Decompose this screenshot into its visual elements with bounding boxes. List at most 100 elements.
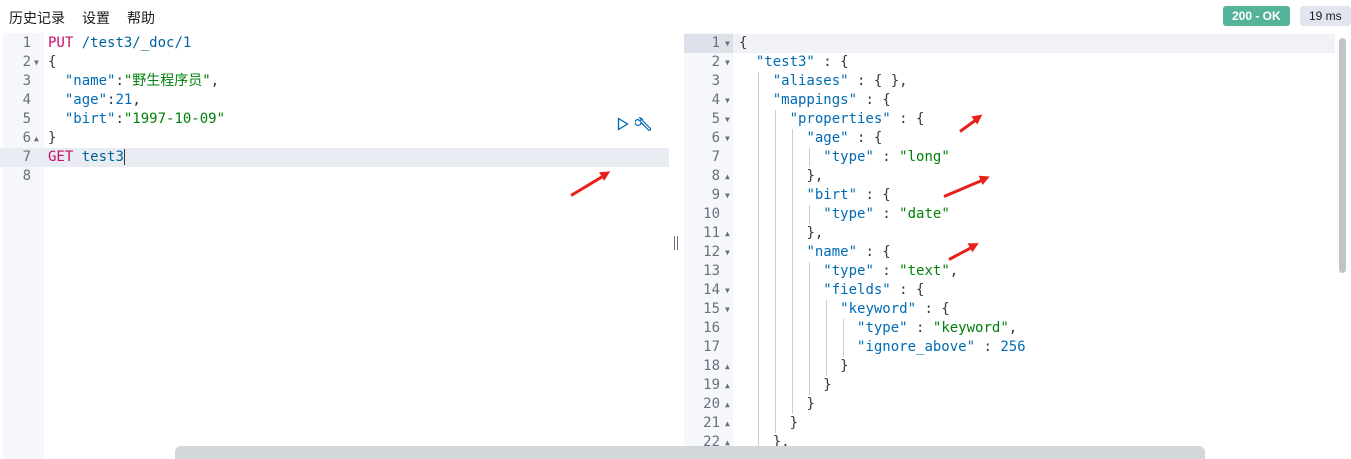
code-text: } [823,377,832,393]
line-number: 5 [22,111,31,127]
json-punc: : { [890,111,925,127]
top-menu-bar: 历史记录 设置 帮助 200 - OK 19 ms [0,0,1351,33]
menu-settings[interactable]: 设置 [82,10,110,26]
json-key: "age" [806,130,849,146]
request-line: 3 "name":"野生程序员", [0,72,669,91]
menu: 历史记录 设置 帮助 [9,8,155,28]
json-value: "1997-10-09" [123,111,226,127]
line-number: 11 [703,225,720,241]
code-text: { [739,35,748,51]
text-cursor [123,149,125,165]
fold-up-icon[interactable]: ▲ [725,438,730,447]
line-number: 8 [711,168,720,184]
json-key: "type" [823,263,874,279]
request-line: 1 PUT /test3/_doc/1 [0,34,669,53]
fold-down-icon[interactable]: ▼ [725,248,730,257]
play-icon[interactable] [617,117,629,136]
fold-up-icon[interactable]: ▲ [725,229,730,238]
wrench-icon[interactable] [634,117,653,136]
json-punc: : { [857,187,891,203]
json-comma: , [1008,320,1018,336]
code-text: } [840,358,849,374]
fold-down-icon[interactable]: ▼ [725,58,730,67]
json-key: "mappings" [772,92,858,108]
code-text: } [48,130,57,146]
request-line-active: 7 GET test3 [0,148,669,167]
fold-down-icon[interactable]: ▼ [725,96,730,105]
line-number: 15 [703,301,720,317]
response-vertical-scrollbar[interactable] [1339,38,1346,273]
line-number: 7 [22,149,31,165]
json-comma: , [949,263,959,279]
json-key: "ignore_above" [857,339,976,355]
line-number: 10 [703,206,720,222]
line-number: 12 [703,244,720,260]
line-number: 6 [22,130,31,146]
line-number: 7 [711,149,720,165]
fold-down-icon[interactable]: ▼ [34,58,39,67]
request-gutter [3,33,44,459]
json-value: 21 [115,92,133,108]
request-editor[interactable]: 1 PUT /test3/_doc/1 2 ▼ { 3 "name":"野生程序… [0,33,669,459]
json-punc: : { [848,130,883,146]
json-comma: , [132,92,141,108]
line-number: 4 [711,92,720,108]
request-actions [617,117,653,136]
line-number: 16 [703,320,720,336]
line-number: 6 [711,130,720,146]
code-text: }, [806,168,824,184]
json-punc: : { [916,301,950,317]
horizontal-scrollbar[interactable] [175,446,1205,459]
code-text: }, [806,225,824,241]
fold-down-icon[interactable]: ▼ [725,191,730,200]
fold-up-icon[interactable]: ▲ [725,419,730,428]
menu-help[interactable]: 帮助 [127,10,155,26]
status-badge: 200 - OK [1223,6,1290,26]
json-sep: : [115,73,124,89]
response-gutter [684,33,733,459]
line-number: 1 [711,35,720,51]
pane-resize-handle[interactable] [674,236,679,250]
json-punc: : { }, [848,73,908,89]
json-key: "age" [64,92,108,108]
json-key: "properties" [789,111,891,127]
line-number: 2 [22,54,31,70]
line-number: 17 [703,339,720,355]
json-key: "type" [823,149,874,165]
line-number: 4 [22,92,31,108]
active-line-highlight [733,34,1335,53]
menu-history[interactable]: 历史记录 [9,10,65,26]
fold-down-icon[interactable]: ▼ [725,286,730,295]
json-key: "birt" [806,187,858,203]
line-number: 9 [711,187,720,203]
fold-up-icon[interactable]: ▲ [725,362,730,371]
fold-down-icon[interactable]: ▼ [725,115,730,124]
line-number: 1 [22,35,31,51]
json-punc: : { [857,92,891,108]
fold-up-icon[interactable]: ▲ [725,172,730,181]
response-viewer: 1▼{ 2▼ "test3" : { 3 "aliases" : { }, 4▼… [684,33,1351,459]
json-key: "test3" [755,54,815,70]
json-key: "name" [806,244,858,260]
line-number: 14 [703,282,720,298]
json-key: "fields" [823,282,891,298]
fold-down-icon[interactable]: ▼ [725,134,730,143]
json-punc: : [975,339,1001,355]
fold-down-icon[interactable]: ▼ [725,305,730,314]
fold-down-icon[interactable]: ▼ [725,39,730,48]
json-punc: : [873,206,900,222]
json-value: "long" [899,149,950,165]
fold-up-icon[interactable]: ▲ [725,400,730,409]
line-number: 8 [22,168,31,184]
line-number: 3 [22,73,31,89]
request-url: /test3/_doc/1 [73,35,192,51]
json-key: "type" [823,206,874,222]
json-value: "野生程序员" [123,73,211,89]
fold-up-icon[interactable]: ▲ [34,134,39,143]
code-text: } [789,415,799,431]
json-sep: : [115,111,124,127]
response-time-badge: 19 ms [1300,6,1351,26]
request-line: 4 "age":21, [0,91,669,110]
json-value: "date" [899,206,950,222]
fold-up-icon[interactable]: ▲ [725,381,730,390]
